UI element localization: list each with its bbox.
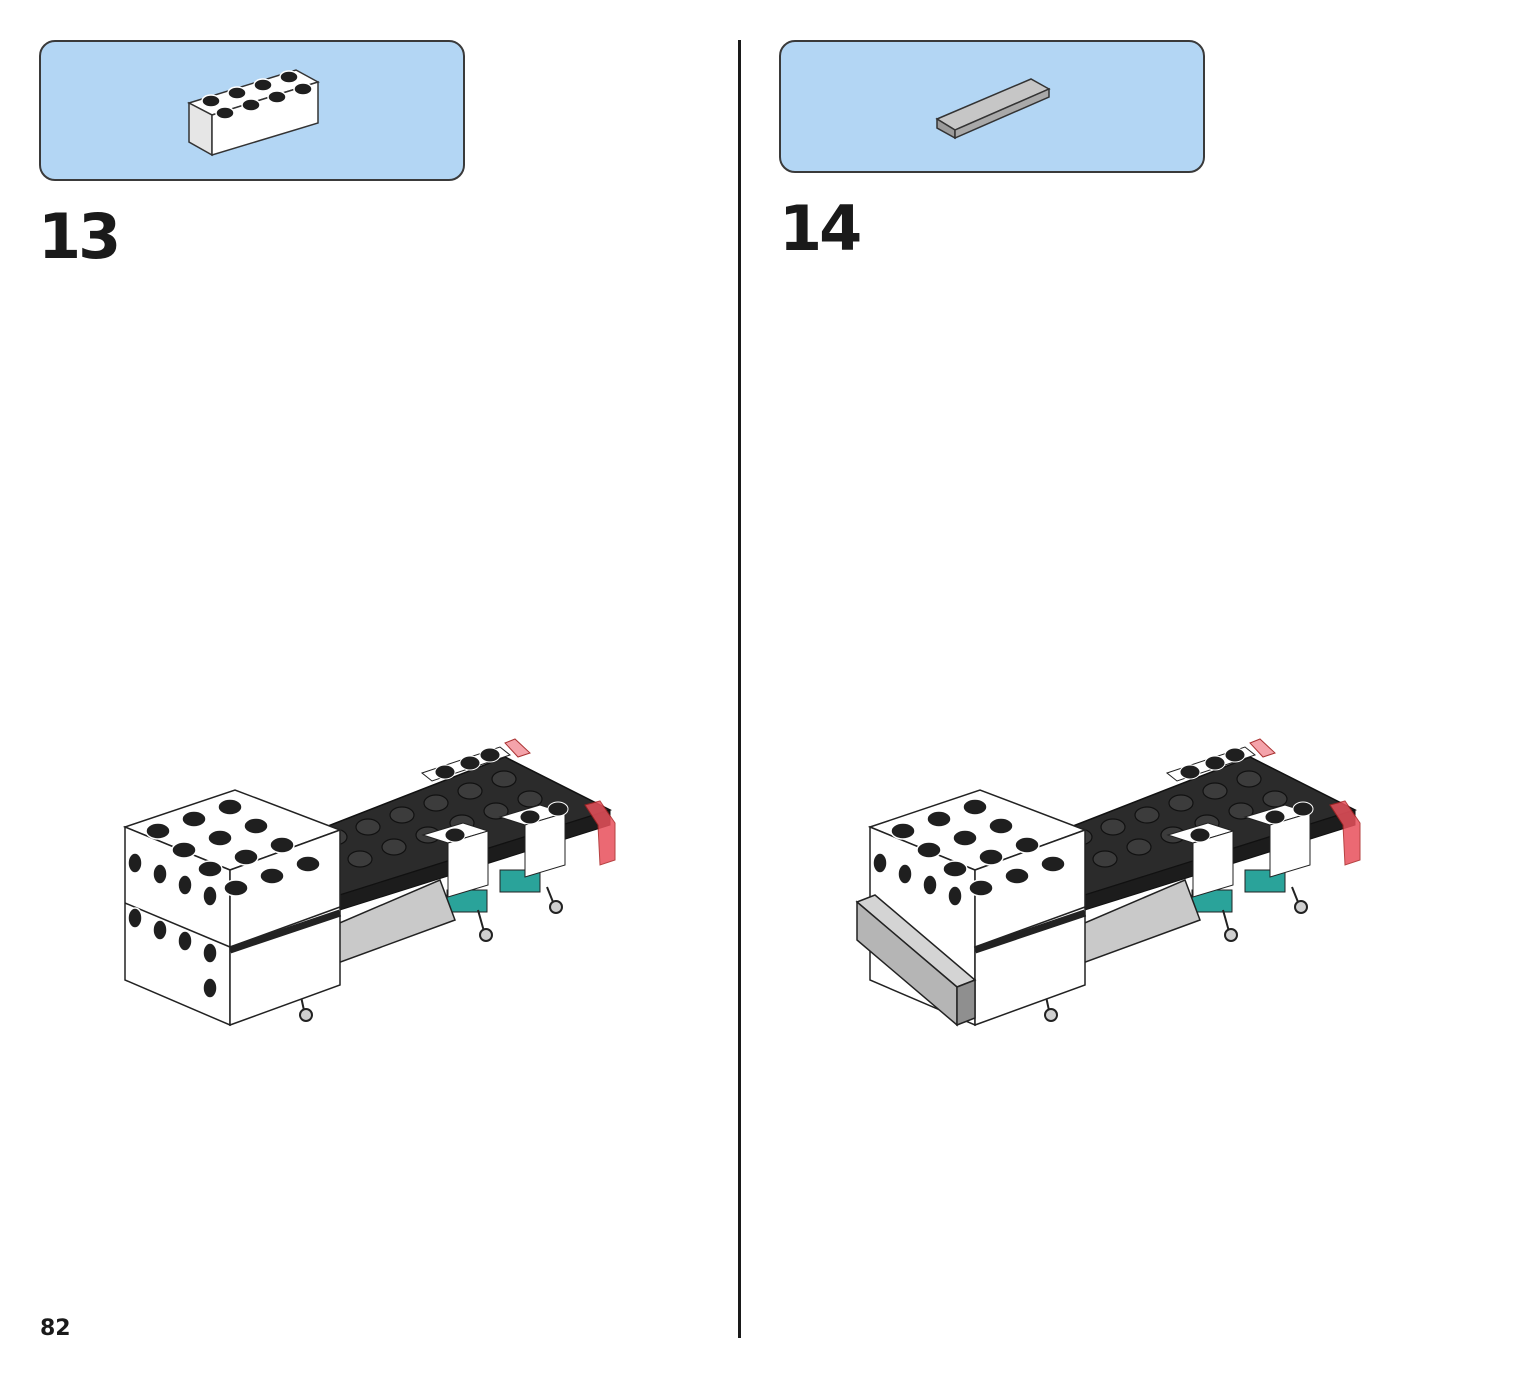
page-divider [738,40,741,1338]
white-brick-2x4-icon [187,69,320,157]
model-step-14 [855,738,1361,1027]
page-number: 82 [40,1316,71,1341]
parts-callout-step-14 [779,40,1205,173]
model-step-13 [122,738,616,1027]
step-number-13: 13 [38,200,121,273]
step-number-14: 14 [779,192,862,265]
grey-tile-1x4-icon [935,78,1051,140]
grey-tile-added [855,894,977,1027]
parts-callout-step-13 [39,40,465,181]
